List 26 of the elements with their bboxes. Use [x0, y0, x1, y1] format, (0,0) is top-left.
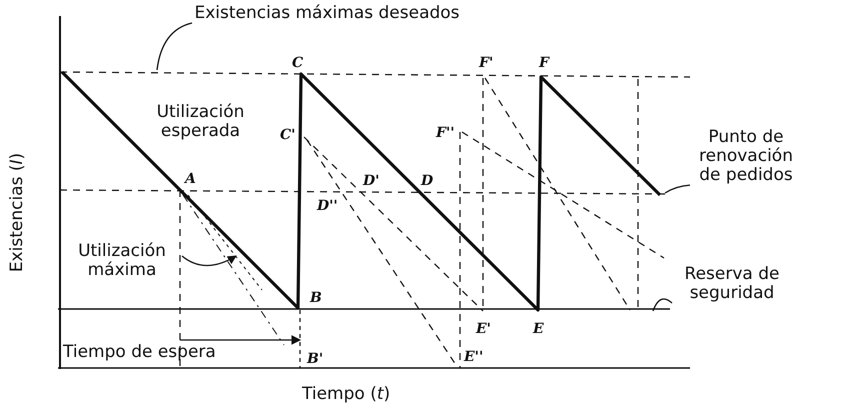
point-letter: F': [479, 56, 494, 70]
point-letter: D'': [317, 199, 338, 213]
point-letter: C: [292, 56, 304, 70]
annotation-text: Tiempo de espera: [63, 343, 216, 362]
point-letter: E: [533, 322, 544, 336]
leader-line: [652, 298, 672, 312]
point-letter: A: [185, 172, 196, 186]
annotation-text: Tiempo (t): [302, 385, 390, 404]
point-letter: B': [307, 352, 324, 366]
point-letter: E': [476, 322, 491, 336]
leader-line: [156, 22, 192, 70]
axis-label: Existencias (I): [8, 152, 28, 272]
point-letter: F'': [436, 126, 455, 140]
point-letter: F: [539, 56, 549, 70]
leader-line: [664, 184, 690, 194]
annotation-text: Utilización esperada: [156, 103, 246, 142]
point-letter: C': [280, 128, 296, 142]
point-letter: D': [363, 174, 380, 188]
callout-text: Utilización máxima: [62, 242, 182, 280]
callout-text: Punto de renovación de pedidos: [690, 128, 802, 186]
callout-text: Reserva de seguridad: [672, 265, 792, 304]
point-letter: B: [310, 291, 322, 305]
leader-line: [182, 255, 237, 266]
point-letter: E'': [464, 350, 484, 364]
callout-text: Existencias máximas deseados: [192, 4, 462, 24]
point-letter: D: [421, 174, 434, 188]
